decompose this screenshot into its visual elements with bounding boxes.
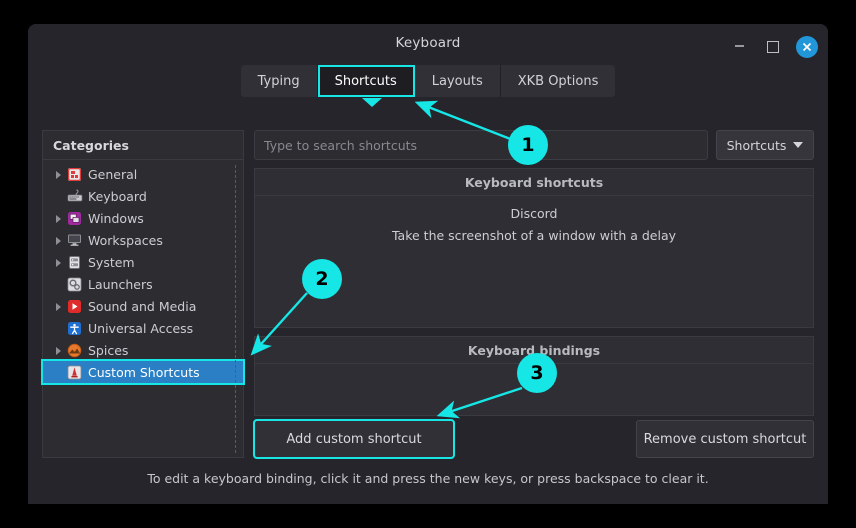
tab-bar: Typing Shortcuts Layouts XKB Options — [28, 65, 828, 105]
keyboard-settings-window: Keyboard Typing Shortcuts Layouts XKB Op… — [28, 24, 828, 504]
tab-shortcuts[interactable]: Shortcuts — [317, 65, 415, 97]
sidebar-item-label: Windows — [88, 210, 144, 226]
sidebar-item-system[interactable]: System — [43, 251, 243, 273]
expander-spacer — [53, 322, 66, 335]
hint-text: To edit a keyboard binding, click it and… — [147, 470, 709, 486]
categories-header: Categories — [43, 131, 243, 160]
general-icon — [66, 166, 83, 183]
sidebar-item-launchers[interactable]: Launchers — [43, 273, 243, 295]
settings-panel: Categories General — [41, 130, 814, 459]
add-custom-shortcut-button[interactable]: Add custom shortcut — [253, 419, 455, 459]
expander-arrow-icon[interactable] — [53, 256, 66, 269]
expander-arrow-icon[interactable] — [53, 300, 66, 313]
keyboard-icon — [66, 188, 83, 205]
action-button-row: Add custom shortcut Remove custom shortc… — [253, 419, 814, 459]
launchers-icon — [66, 276, 83, 293]
chevron-down-icon — [793, 142, 804, 148]
sidebar-item-universal-access[interactable]: Universal Access — [43, 317, 243, 339]
maximize-button[interactable] — [762, 36, 784, 58]
sidebar-item-custom-shortcuts[interactable]: Custom Shortcuts — [41, 359, 245, 385]
expander-arrow-icon[interactable] — [53, 234, 66, 247]
tab-xkb-options[interactable]: XKB Options — [500, 65, 616, 97]
expander-arrow-icon[interactable] — [53, 168, 66, 181]
shortcuts-content: Type to search shortcuts Shortcuts Keybo… — [253, 130, 814, 459]
sidebar-item-spices[interactable]: Spices — [43, 339, 243, 361]
sidebar-item-label: Keyboard — [88, 188, 147, 204]
windows-icon — [66, 210, 83, 227]
window-title: Keyboard — [395, 35, 461, 51]
expander-arrow-icon[interactable] — [53, 344, 66, 357]
workspaces-icon — [66, 232, 83, 249]
search-row: Type to search shortcuts Shortcuts — [254, 130, 814, 160]
sidebar-item-windows[interactable]: Windows — [43, 207, 243, 229]
expander-arrow-icon[interactable] — [53, 212, 66, 225]
keyboard-shortcuts-header: Keyboard shortcuts — [254, 168, 814, 196]
expander-spacer — [53, 278, 66, 291]
sidebar-item-sound-and-media[interactable]: Sound and Media — [43, 295, 243, 317]
maximize-icon — [767, 40, 779, 53]
list-item[interactable]: Take the screenshot of a window with a d… — [391, 227, 676, 243]
system-icon — [66, 254, 83, 271]
remove-custom-shortcut-button[interactable]: Remove custom shortcut — [636, 420, 814, 458]
categories-list: General Keyboard — [41, 160, 245, 457]
tab-typing[interactable]: Typing — [240, 65, 318, 97]
keyboard-shortcuts-list[interactable]: Discord Take the screenshot of a window … — [254, 196, 814, 328]
sidebar-item-label: Workspaces — [88, 232, 163, 248]
universal-access-icon — [66, 320, 83, 337]
sidebar-item-workspaces[interactable]: Workspaces — [43, 229, 243, 251]
window-controls — [728, 32, 818, 61]
minimize-button[interactable] — [728, 32, 750, 61]
spices-icon — [66, 342, 83, 359]
tab-layouts[interactable]: Layouts — [414, 65, 501, 97]
sidebar-scrollbar[interactable] — [235, 165, 239, 453]
filter-dropdown-button[interactable]: Shortcuts — [716, 130, 814, 160]
expander-spacer — [53, 190, 66, 203]
sidebar-item-label: Launchers — [88, 276, 153, 292]
sound-and-media-icon — [66, 298, 83, 315]
filter-dropdown-label: Shortcuts — [726, 137, 787, 153]
window-body: Categories General — [28, 112, 828, 504]
annotation-badge-1: 1 — [508, 125, 548, 165]
annotation-badge-3: 3 — [517, 353, 557, 393]
search-placeholder: Type to search shortcuts — [264, 137, 418, 153]
sidebar-item-label: Custom Shortcuts — [88, 364, 200, 380]
keyboard-shortcuts-section: Keyboard shortcuts Discord Take the scre… — [254, 168, 814, 328]
sidebar-item-label: Sound and Media — [88, 298, 197, 314]
search-input[interactable]: Type to search shortcuts — [254, 130, 708, 160]
sidebar-item-label: System — [88, 254, 135, 270]
window-titlebar[interactable]: Keyboard — [28, 24, 828, 64]
sidebar-item-label: Spices — [88, 342, 129, 358]
annotation-badge-2: 2 — [302, 259, 342, 299]
sidebar-item-label: Universal Access — [88, 320, 194, 336]
sidebar-item-label: General — [88, 166, 138, 182]
close-icon — [802, 42, 812, 51]
custom-shortcuts-icon — [66, 364, 83, 381]
sidebar-item-general[interactable]: General — [43, 163, 243, 185]
list-item[interactable]: Discord — [510, 205, 558, 221]
close-button[interactable] — [796, 35, 818, 58]
expander-spacer — [53, 366, 66, 379]
categories-sidebar: Categories General — [41, 130, 245, 458]
sidebar-item-keyboard[interactable]: Keyboard — [43, 185, 243, 207]
